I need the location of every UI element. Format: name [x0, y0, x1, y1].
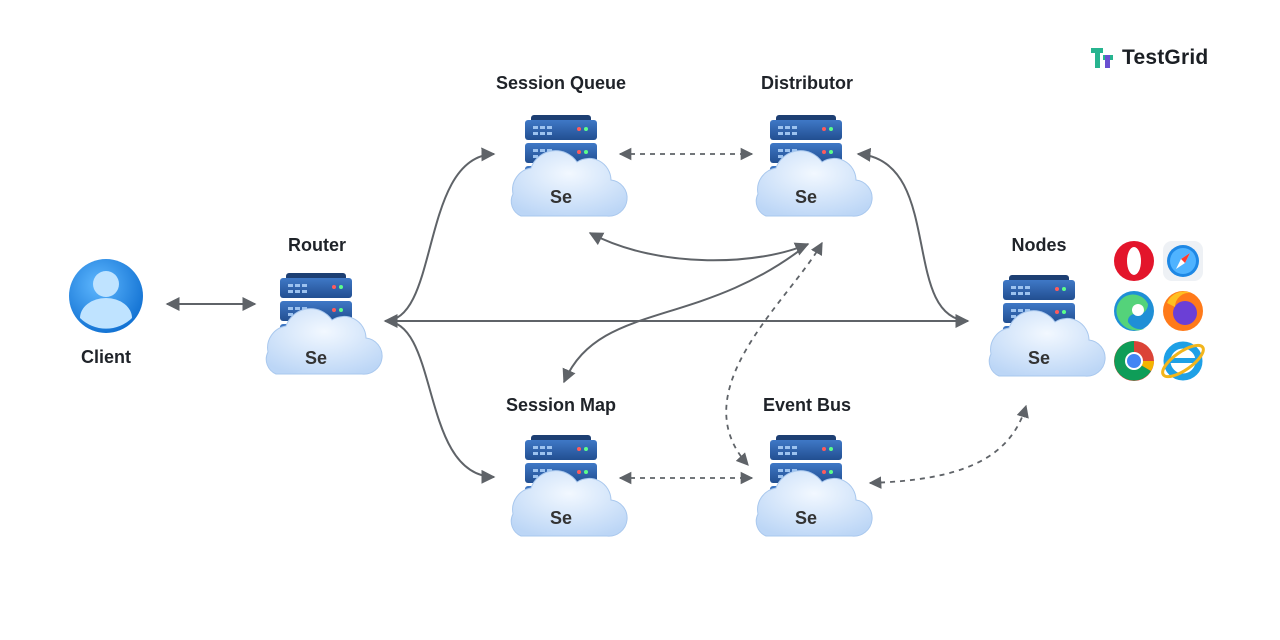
client-label: Client [80, 347, 132, 367]
opera-icon [1114, 241, 1154, 281]
edge-icon [1114, 291, 1154, 331]
session-map-server-icon: Se [510, 434, 628, 537]
session-queue-server-icon: Se [510, 114, 628, 217]
event-bus-server-icon: Se [755, 434, 873, 537]
distributor-server-icon: Se [755, 114, 873, 217]
svg-text:Se: Se [1028, 348, 1050, 368]
nodes-distributor-link [856, 147, 969, 322]
brand-name: TestGrid [1122, 46, 1209, 69]
nodes-label: Nodes [1011, 235, 1067, 255]
event-bus-label: Event Bus [762, 395, 852, 415]
svg-text:Se: Se [550, 187, 572, 207]
router-label: Router [288, 235, 346, 255]
nodes-server-icon: Se [988, 274, 1106, 377]
chrome-icon [1114, 341, 1154, 381]
eventbus-nodes-events [868, 404, 1029, 489]
session-map-label: Session Map [505, 395, 617, 415]
firefox-icon [1163, 291, 1203, 331]
distributor-eventbus-events [725, 241, 823, 466]
queue-distributor-link [588, 232, 810, 262]
svg-text:Se: Se [305, 348, 327, 368]
event-connections [618, 147, 1029, 489]
router-server-icon: Se [265, 272, 383, 375]
session-queue-label: Session Queue [495, 73, 627, 93]
svg-text:Se: Se [795, 187, 817, 207]
safari-icon [1163, 241, 1203, 281]
testgrid-logo-icon [1091, 48, 1113, 68]
testgrid-logo: TestGrid [1090, 46, 1208, 70]
internet-explorer-icon [1161, 341, 1205, 381]
svg-text:Se: Se [795, 508, 817, 528]
svg-text:Se: Se [550, 508, 572, 528]
distributor-map-link [562, 243, 809, 384]
client-icon [69, 259, 143, 333]
distributor-label: Distributor [761, 73, 853, 93]
router-map-link [384, 320, 496, 484]
router-queue-link [384, 147, 496, 322]
